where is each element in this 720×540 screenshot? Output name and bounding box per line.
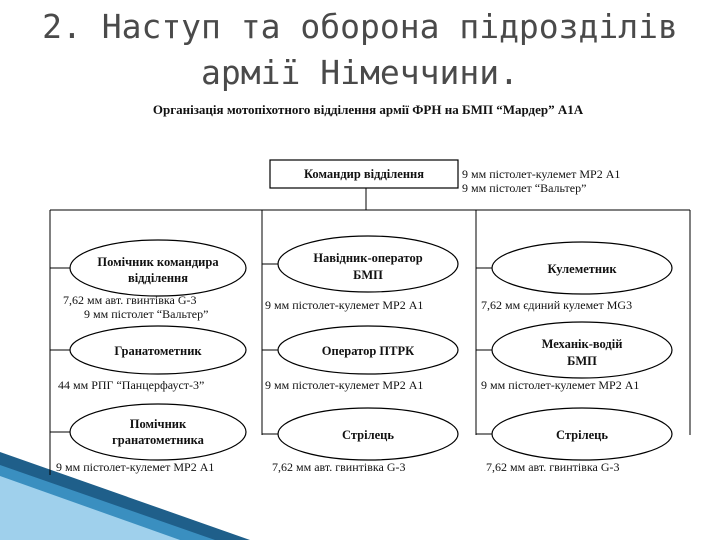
node-machine-gunner: Кулеметник <box>491 241 673 295</box>
node-label-line-2: відділення <box>128 271 188 285</box>
commander-weapon-1: 9 мм пістолет-кулемет МР2 А1 <box>462 167 620 181</box>
node-assistant-grenadier: Помічник гранатометника <box>69 403 247 461</box>
diagram-subtitle: Організація мотопіхотного відділення арм… <box>153 102 584 117</box>
node-label-line-1: Навідник-оператор <box>313 251 422 265</box>
corner-decoration <box>0 452 250 540</box>
node-driver-mechanic: Механік-водій БМП <box>491 321 673 379</box>
slide-title-line-1: 2. Наступ та оборона підрозділів <box>42 7 678 46</box>
node-label-line-1: Стрілець <box>556 428 608 442</box>
node-grenadier: Гранатометник <box>69 325 247 375</box>
rifleman-middle-weapon-1: 7,62 мм авт. гвинтівка G-3 <box>272 460 406 474</box>
grenadier-weapon-1: 44 мм РПГ “Панцерфауст-3” <box>58 378 204 392</box>
connector-lines <box>49 188 691 475</box>
gunner-operator-weapon-1: 9 мм пістолет-кулемет МР2 А1 <box>265 298 423 312</box>
node-label-line-1: Оператор ПТРК <box>322 344 414 358</box>
assistant-grenadier-weapon-1: 9 мм пістолет-кулемет МР2 А1 <box>56 460 214 474</box>
commander-label: Командир відділення <box>304 167 424 181</box>
rifleman-right-weapon-1: 7,62 мм авт. гвинтівка G-3 <box>486 460 620 474</box>
node-assistant-commander: Помічник командира відділення <box>69 239 247 297</box>
commander-weapon-2: 9 мм пістолет “Вальтер” <box>462 181 586 195</box>
node-atgm-operator: Оператор ПТРК <box>277 325 459 375</box>
node-label-line-1: Стрілець <box>342 428 394 442</box>
node-label-line-2: гранатометника <box>112 433 205 447</box>
node-label-line-1: Гранатометник <box>114 344 202 358</box>
driver-mechanic-weapon-1: 9 мм пістолет-кулемет МР2 А1 <box>481 378 639 392</box>
assistant-commander-weapon-2: 9 мм пістолет “Вальтер” <box>84 307 208 321</box>
node-rifleman-middle: Стрілець <box>277 407 459 461</box>
node-label-line-1: Кулеметник <box>547 262 617 276</box>
node-label-line-2: БМП <box>567 354 597 368</box>
node-rifleman-right: Стрілець <box>491 407 673 461</box>
slide-title-line-2: армії Німеччини. <box>201 53 519 92</box>
atgm-operator-weapon-1: 9 мм пістолет-кулемет МР2 А1 <box>265 378 423 392</box>
node-gunner-operator: Навідник-оператор БМП <box>277 235 459 293</box>
node-label-line-1: Помічник <box>130 417 187 431</box>
assistant-commander-weapon-1: 7,62 мм авт. гвинтівка G-3 <box>63 293 197 307</box>
node-label-line-1: Механік-водій <box>542 337 623 351</box>
slide-title: 2. Наступ та оборона підрозділів армії Н… <box>0 4 720 96</box>
commander-node: Командир відділення <box>269 159 459 189</box>
node-label-line-1: Помічник командира <box>97 255 219 269</box>
node-label-line-2: БМП <box>353 268 383 282</box>
machine-gunner-weapon-1: 7,62 мм єдиний кулемет MG3 <box>481 298 632 312</box>
